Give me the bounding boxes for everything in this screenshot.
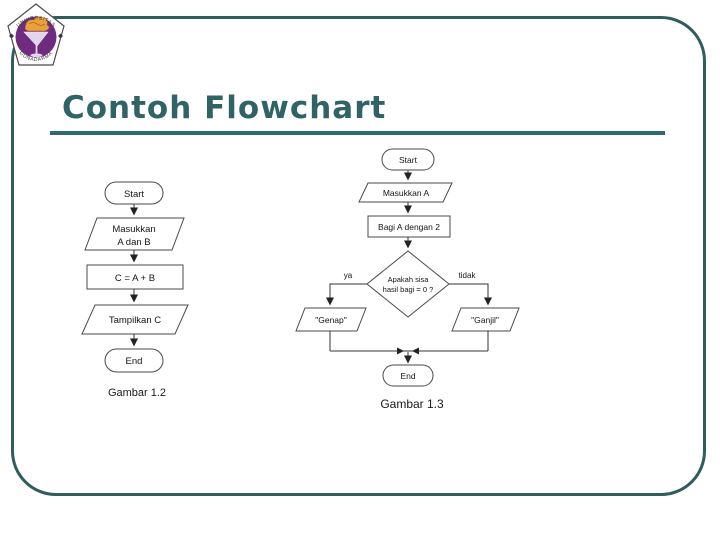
left-end-terminator [104, 348, 164, 373]
merge-arrow-left [397, 347, 404, 355]
left-output-parallelogram [81, 304, 189, 335]
left-end-label: End [126, 356, 143, 367]
left-process-rect [86, 264, 184, 290]
left-input-line2: A dan B [117, 237, 150, 248]
yes-output-parallelogram [295, 307, 367, 332]
page-title: Contoh Flowchart [62, 90, 387, 126]
right-end-terminator [382, 364, 434, 387]
university-logo: UNIVERSITAS GUNADARMA [7, 3, 65, 66]
left-input-line1: Masukkan [112, 224, 155, 235]
left-star-icon [9, 33, 14, 39]
right-caption: Gambar 1.3 [380, 397, 444, 411]
decision-line2: hasil bagi = 0 ? [383, 285, 434, 294]
decision-line1: Apakah sisa [388, 275, 430, 284]
chalice-icon [23, 31, 49, 47]
decision-diamond [366, 250, 450, 318]
right-end-label: End [400, 371, 415, 381]
left-input-parallelogram [84, 217, 185, 251]
yes-output-label: "Genap" [315, 315, 347, 325]
left-process-label: C = A + B [115, 273, 155, 284]
no-output-label: "Ganjil" [471, 315, 499, 325]
right-process-label: Bagi A dengan 2 [378, 222, 440, 232]
chalice-stem [35, 45, 38, 54]
left-output-label: Tampilkan C [109, 315, 161, 326]
right-input-label: Masukkan A [383, 188, 430, 198]
chalice-base [30, 53, 43, 58]
no-branch-label: tidak [459, 271, 477, 280]
yes-branch-connector [326, 283, 367, 306]
title-underline [50, 131, 665, 135]
left-flowchart: Start Masukkan A dan B C = A + B Tampilk… [81, 181, 189, 399]
merge-arrow-right [412, 347, 419, 355]
slide-border [11, 16, 706, 496]
left-start-label: Start [124, 189, 144, 200]
right-start-label: Start [399, 155, 418, 165]
right-input-parallelogram [358, 182, 453, 203]
yes-branch-label: ya [344, 271, 353, 280]
flame-detail [28, 22, 46, 26]
left-caption: Gambar 1.2 [108, 387, 166, 399]
no-branch-connector [449, 283, 492, 306]
right-star-icon [58, 33, 63, 39]
right-process-rect [367, 215, 451, 238]
no-output-parallelogram [451, 307, 520, 332]
right-flowchart: Start Masukkan A Bagi A dengan 2 Apakah … [295, 148, 520, 411]
